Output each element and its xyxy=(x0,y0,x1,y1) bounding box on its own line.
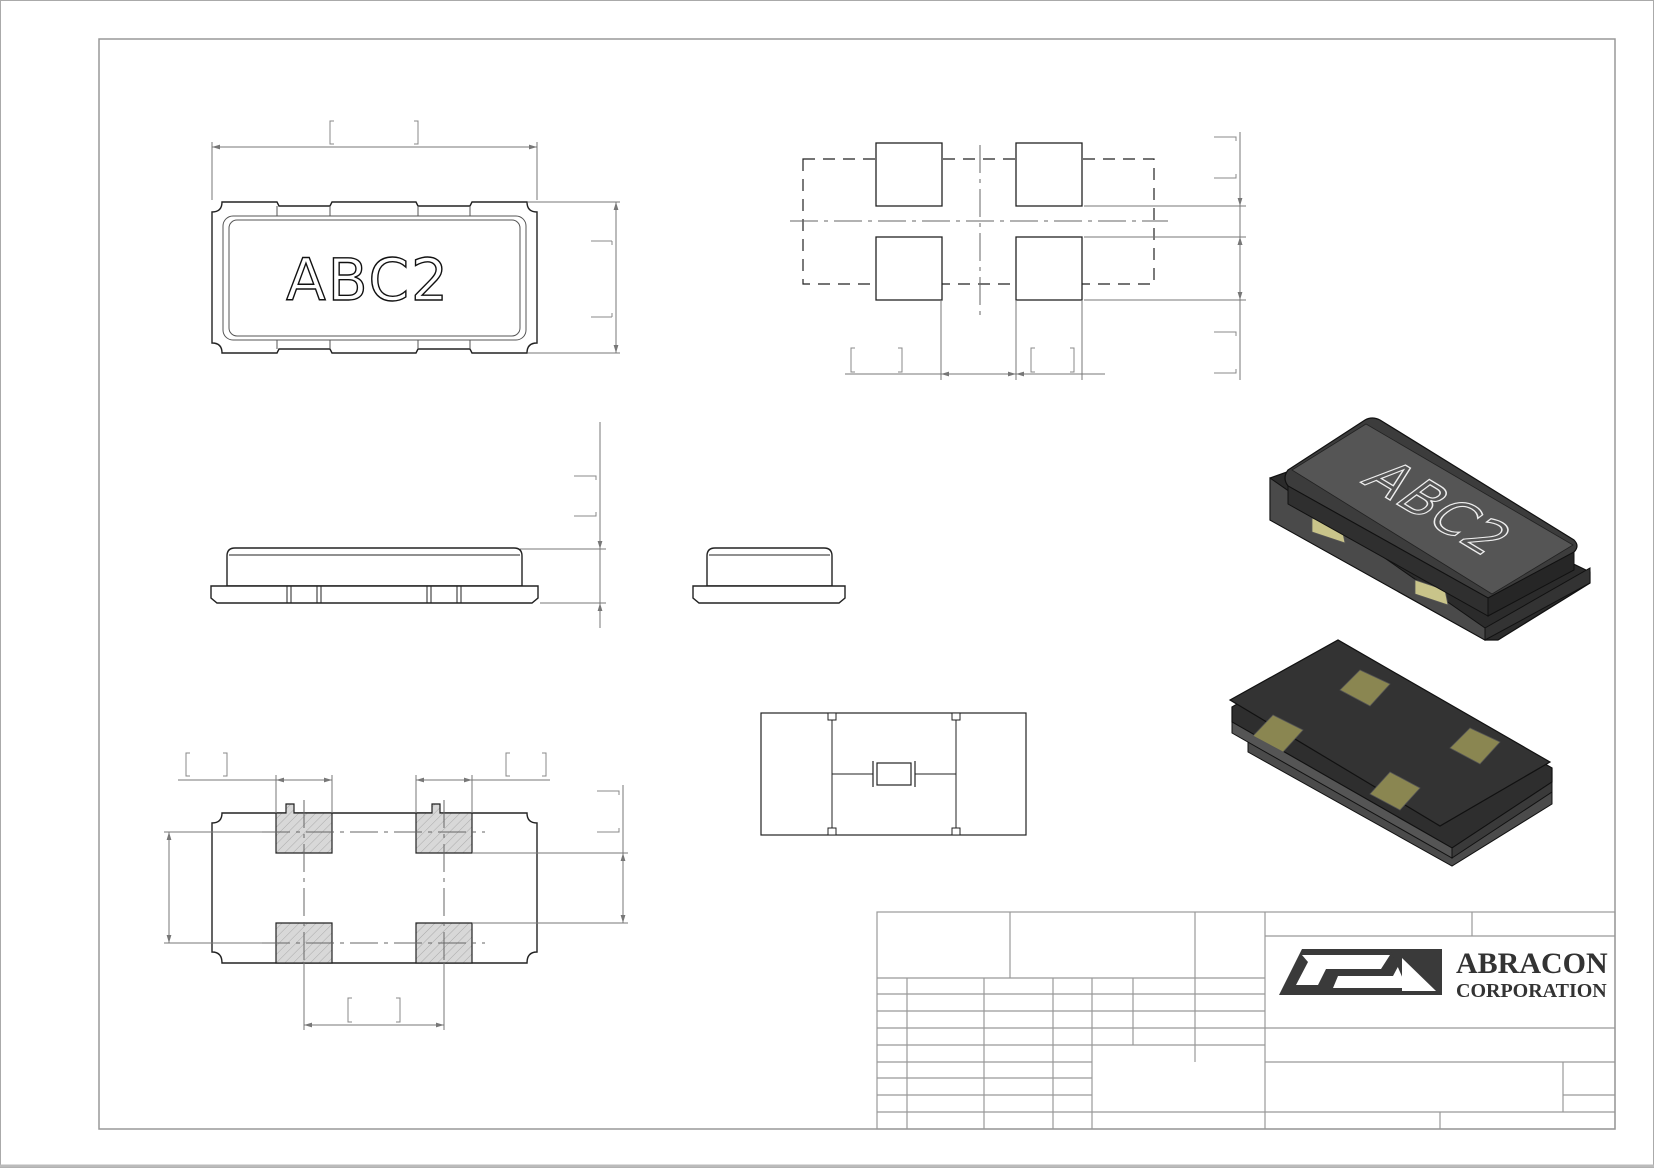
drawing-frame xyxy=(98,38,1616,1130)
pad xyxy=(1339,669,1391,707)
isometric-view-bottom xyxy=(1228,639,1553,867)
logo-line2: CORPORATION xyxy=(1456,980,1607,1002)
land-pad xyxy=(1015,142,1083,207)
land-pad xyxy=(875,142,943,207)
bottom-view xyxy=(164,752,628,1030)
bottom-pad xyxy=(275,803,333,854)
logo-line1: ABRACON xyxy=(1456,947,1608,980)
title-block xyxy=(876,911,1616,1130)
pad xyxy=(1252,714,1304,753)
bottom-pad xyxy=(415,803,473,854)
internal-schematic xyxy=(760,712,1027,836)
land-pad xyxy=(1015,236,1083,301)
land-pad xyxy=(875,236,943,301)
side-view xyxy=(210,422,606,628)
top-view: ABC2 xyxy=(211,120,620,354)
pad xyxy=(1449,727,1501,765)
crystal-symbol xyxy=(876,762,912,786)
isometric-view-top: ABC2 xyxy=(1269,417,1591,641)
land-pattern-view xyxy=(790,132,1246,380)
abracon-logo: ABRACON CORPORATION xyxy=(1279,947,1608,1002)
pad xyxy=(1369,771,1421,811)
end-view xyxy=(692,547,846,604)
top-view-marking: ABC2 xyxy=(286,246,450,314)
